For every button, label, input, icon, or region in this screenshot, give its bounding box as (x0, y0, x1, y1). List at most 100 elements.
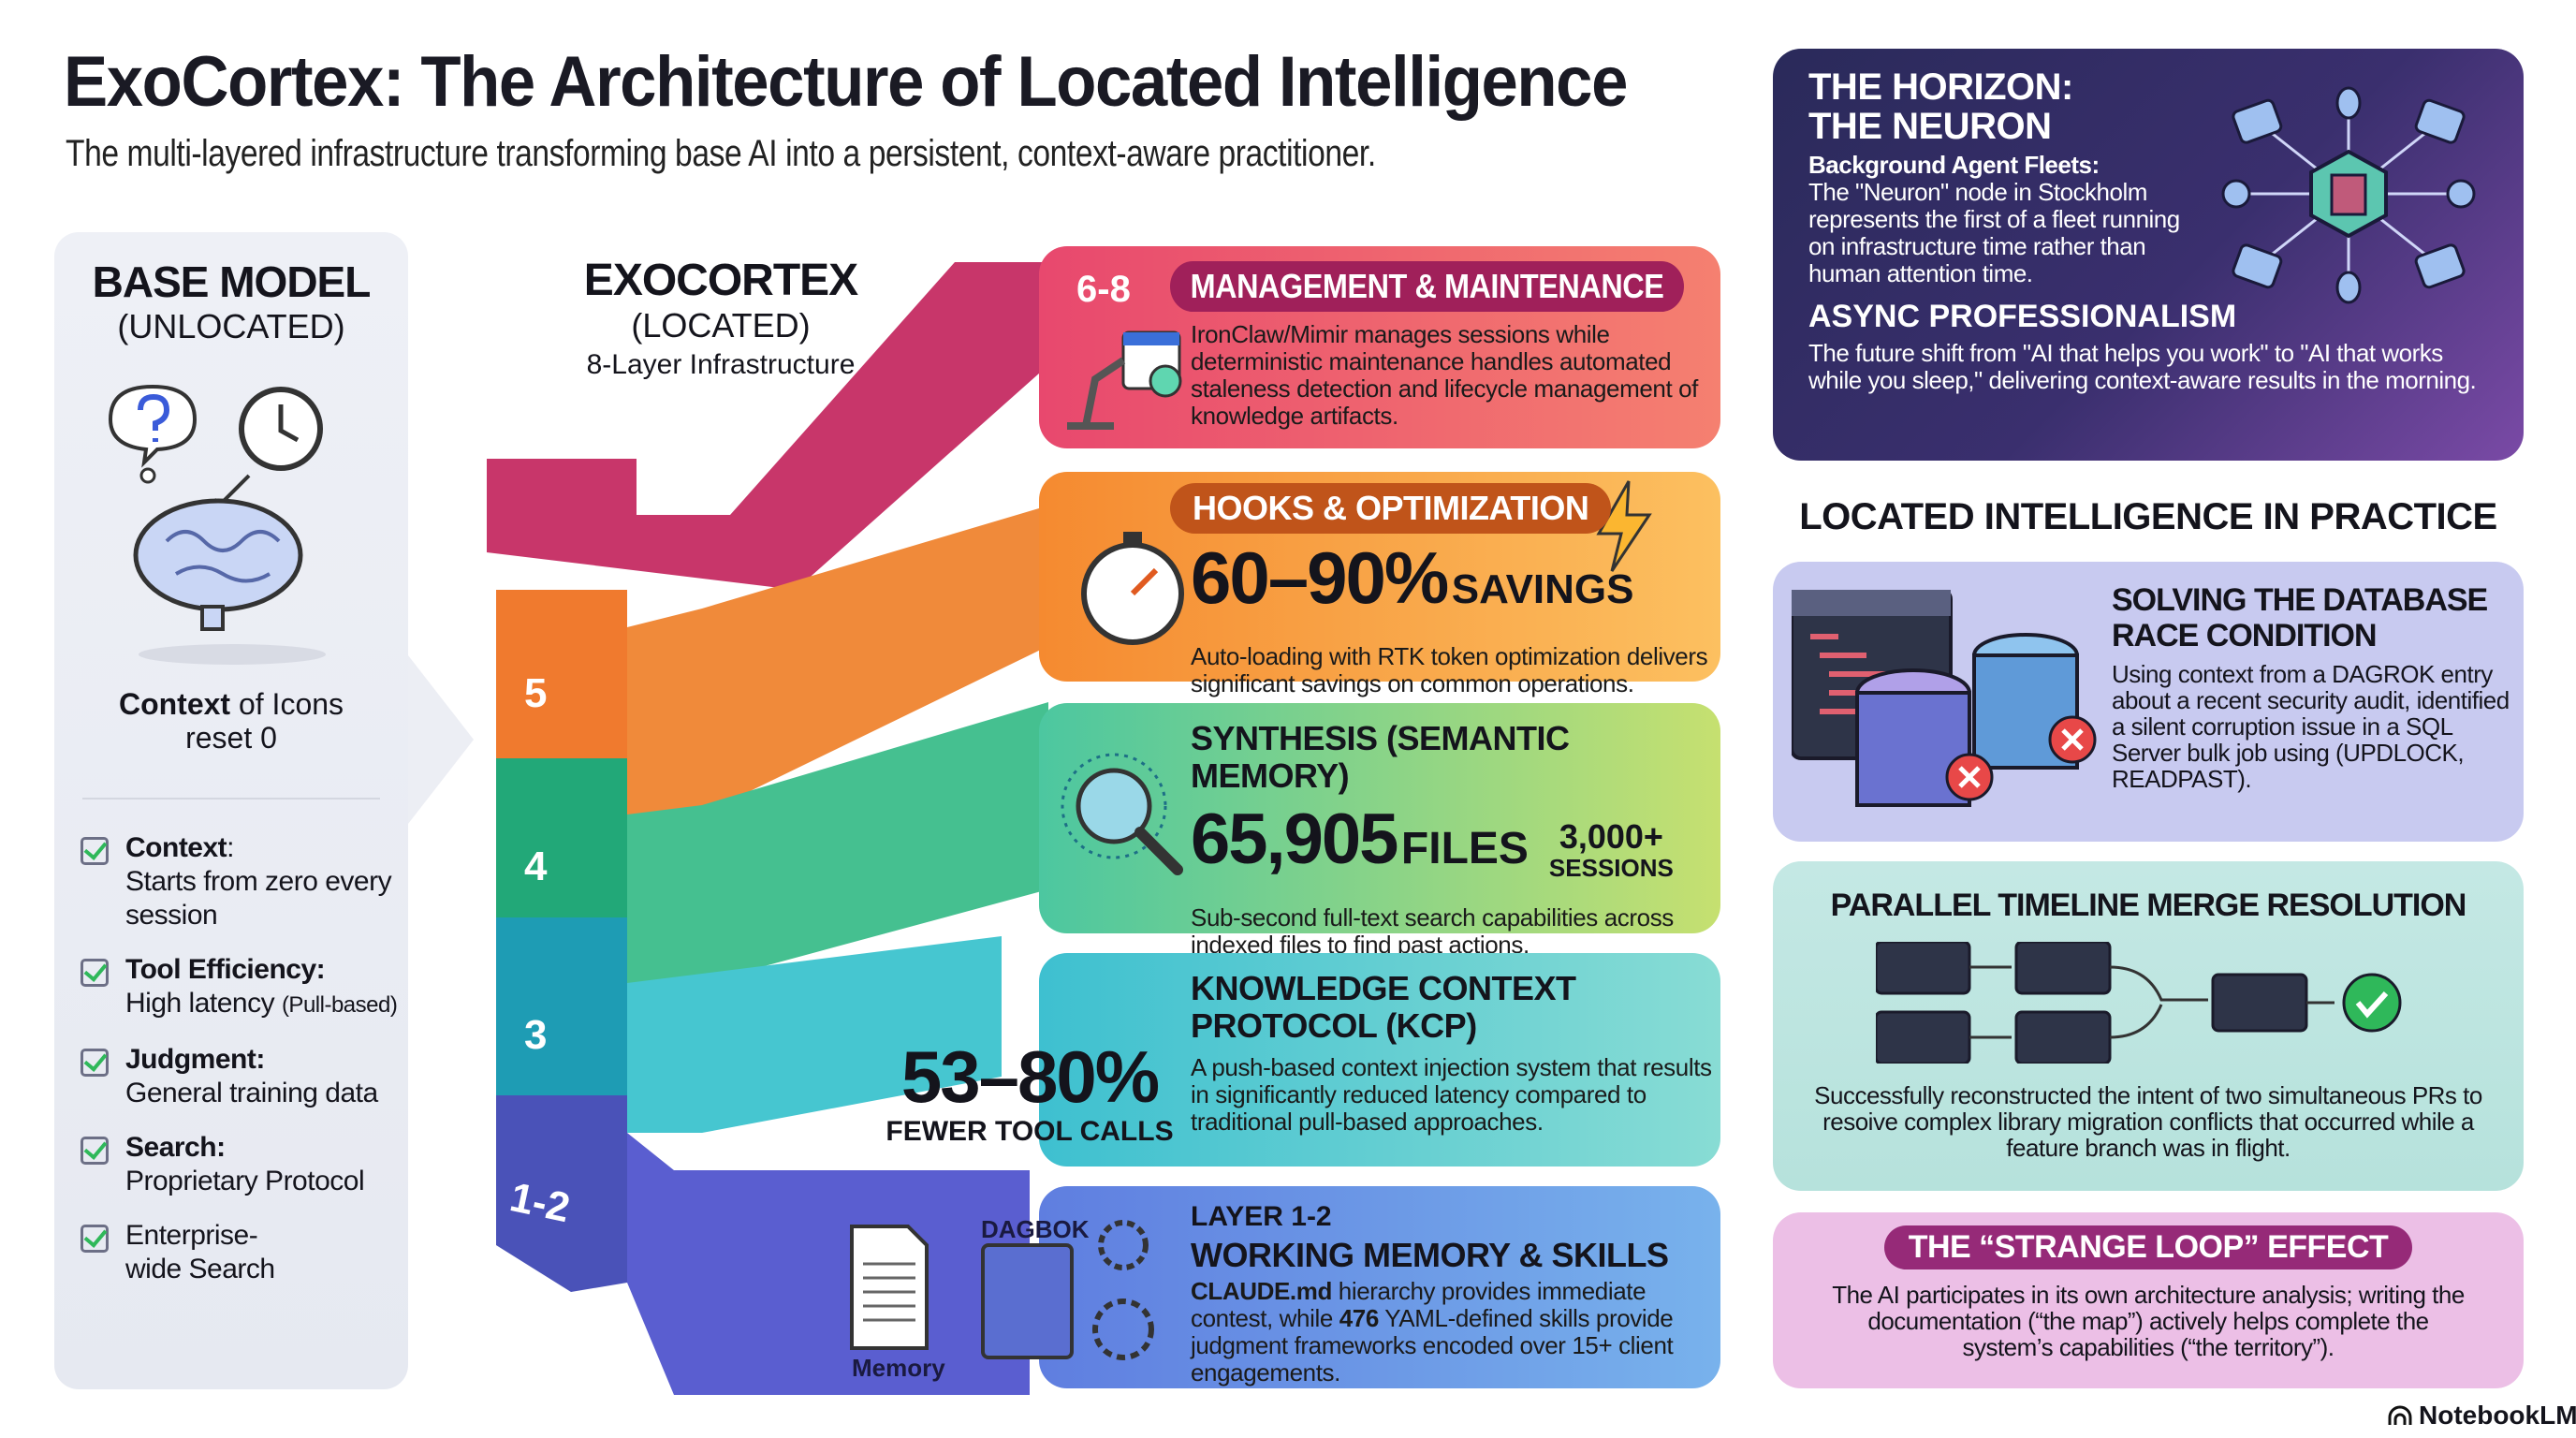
base-model-subtitle: (UNLOCATED) (117, 307, 345, 345)
item-desc: High latency (125, 988, 282, 1019)
brain-shadow (139, 644, 326, 665)
step-label-3: 3 (524, 1012, 547, 1058)
management-content: MANAGEMENT & MAINTENANCE IronClaw/Mimir … (1170, 261, 1713, 430)
checklist-item-enterprise-search: Enterprise-wide Search (80, 1219, 305, 1286)
layer-title-pill: HOOKS & OPTIMIZATION (1170, 483, 1612, 534)
practice-card-database: SOLVING THE DATABASE RACE CONDITION Usin… (1773, 562, 2524, 842)
practice-card-title: PARALLEL TIMELINE MERGE RESOLUTION (1830, 888, 2467, 923)
kcp-content: KNOWLEDGE CONTEXT PROTOCOL (KCP) A push-… (1191, 970, 1715, 1136)
step-label-5: 5 (524, 670, 547, 716)
practice-card-title: THE “STRANGE LOOP” EFFECT (1883, 1225, 2413, 1269)
practice-card-title: SOLVING THE DATABASE RACE CONDITION (2112, 582, 2488, 653)
brand-label: NotebookLM (2419, 1401, 2576, 1430)
body-text: hierarchy provides immediate contest, wh… (1191, 1277, 1647, 1332)
item-label: Tool Efficiency: (125, 954, 326, 985)
notebooklm-brand: NotebookLM (2387, 1401, 2576, 1431)
layer-body: IronClaw/Mimir manages sessions while de… (1191, 320, 1698, 430)
memory-dagbok-gears-icon: Memory DAGBOK (850, 1215, 1154, 1382)
dagbok-label: DAGBOK (981, 1215, 1090, 1243)
practice-heading: LOCATED INTELLIGENCE IN PRACTICE (1799, 496, 2497, 537)
divider (82, 798, 380, 800)
stat-value: 60–90% (1191, 536, 1449, 619)
checklist-item-context: Context:Starts from zero every session (80, 831, 403, 932)
robot-arm-calendar-icon (1067, 330, 1182, 430)
context-reset: reset 0 (185, 721, 277, 755)
checklist-item-search: Search:Proprietary Protocol (80, 1131, 403, 1198)
horizon-card: THE HORIZON:THE NEURON Background Agent … (1773, 49, 2524, 461)
kcp-stat: 53–80%FEWER TOOL CALLS (880, 1037, 1179, 1148)
ribbon-management (487, 262, 1048, 590)
stat-value: 53–80% (900, 1035, 1160, 1118)
checkbox-checked-icon (80, 1225, 109, 1253)
practice-card-body: Using context from a DAGROK entry about … (2112, 660, 2510, 793)
magnifier-network-icon (1061, 753, 1183, 875)
notebooklm-logo-icon (2388, 1405, 2412, 1425)
checkbox-checked-icon (80, 837, 109, 865)
synthesis-content: SYNTHESIS (SEMANTIC MEMORY) 65,905 FILES… (1191, 720, 1715, 959)
item-label: Judgment: (125, 1044, 265, 1075)
neuron-network-icon (2221, 86, 2476, 304)
item-desc: Enterprise-wide Search (125, 1220, 275, 1284)
stat-unit: FILES (1400, 824, 1529, 873)
horizon-text: Background Agent Fleets:The "Neuron" nod… (1808, 152, 2206, 287)
ribbon-hooks (627, 506, 1048, 814)
practice-card-strange-loop: THE “STRANGE LOOP” EFFECT The AI partici… (1773, 1212, 2524, 1388)
stat-value: 65,905 (1191, 800, 1398, 879)
layer-card-management: 6-8 MANAGEMENT & MAINTENANCE IronClaw/Mi… (1039, 246, 1720, 448)
item-suffix: : (227, 832, 235, 863)
layer-title-pill: MANAGEMENT & MAINTENANCE (1170, 261, 1684, 312)
checkbox-checked-icon (80, 1137, 109, 1165)
block-layer-4 (496, 758, 627, 917)
layer-body: CLAUDE.md hierarchy provides immediate c… (1191, 1278, 1715, 1387)
page-subtitle: The multi-layered infrastructure transfo… (66, 133, 1376, 174)
layer-body: Auto-loading with RTK token optimization… (1191, 642, 1708, 697)
layer-card-kcp: 53–80%FEWER TOOL CALLS KNOWLEDGE CONTEXT… (886, 953, 1720, 1167)
item-label: Search: (125, 1132, 226, 1163)
synthesis-stat: 65,905 FILES (1191, 800, 1529, 899)
layer-title: WORKING MEMORY & SKILLS (1191, 1236, 1669, 1274)
stat2-value: 3,000+ (1559, 816, 1663, 856)
hooks-stat: 60–90% SAVINGS (1191, 539, 1634, 638)
item-desc-small: (Pull-based) (281, 992, 398, 1018)
sessions-stat: 3,000+SESSIONS (1548, 816, 1674, 882)
block-layer-1-2 (496, 1095, 627, 1292)
horizon-content: THE HORIZON:THE NEURON Background Agent … (1808, 67, 2492, 394)
brain-question-clock-icon (108, 384, 323, 631)
exocortex-header: EXOCORTEX (LOCATED) 8-Layer Infrastructu… (552, 255, 889, 381)
database-error-icon (1792, 590, 2097, 807)
layer-card-synthesis: SYNTHESIS (SEMANTIC MEMORY) 65,905 FILES… (1039, 703, 1720, 959)
item-desc: General training data (125, 1078, 378, 1108)
step-label-4: 4 (524, 844, 548, 889)
layer-number: LAYER 1-2 (1191, 1201, 1332, 1232)
block-layer-5 (496, 590, 627, 758)
async-title: ASYNC PROFESSIONALISM (1808, 299, 2237, 334)
db-content: SOLVING THE DATABASE RACE CONDITION Usin… (2112, 582, 2510, 792)
item-label: Context (125, 832, 227, 863)
working-content: LAYER 1-2 WORKING MEMORY & SKILLS CLAUDE… (1191, 1201, 1715, 1387)
stat2-unit: SESSIONS (1548, 853, 1674, 882)
stat-unit: SAVINGS (1451, 566, 1634, 612)
ribbon-working (627, 1133, 1030, 1395)
memory-label: Memory (852, 1354, 945, 1382)
item-desc: Starts from zero every session (125, 866, 392, 931)
async-body: The future shift from "AI that helps you… (1808, 339, 2477, 394)
context-label-bold: Context (118, 687, 231, 721)
panel-arrow (408, 655, 474, 824)
hooks-content: HOOKS & OPTIMIZATION 60–90% SAVINGS Auto… (1170, 483, 1713, 697)
layer-body: Sub-second full-text search capabilities… (1191, 903, 1674, 959)
exocortex-caption: 8-Layer Infrastructure (586, 349, 856, 380)
checkbox-checked-icon (80, 1049, 109, 1077)
exocortex-subtitle: (LOCATED) (631, 306, 811, 345)
layer-title: SYNTHESIS (SEMANTIC MEMORY) (1191, 719, 1570, 795)
ribbon-kcp (627, 936, 1002, 1133)
lightning-icon (1596, 480, 1652, 572)
body-bold: 476 (1339, 1304, 1380, 1332)
layer-body: A push-based context injection system th… (1191, 1053, 1712, 1136)
layer-number: 6-8 (1076, 269, 1131, 310)
item-desc: Proprietary Protocol (125, 1166, 365, 1196)
horizon-subhead: Background Agent Fleets: (1808, 151, 2100, 179)
practice-card-body: The AI participates in its own architect… (1832, 1281, 2465, 1361)
practice-card-body: Successfully reconstructed the intent of… (1814, 1081, 2482, 1162)
checklist-item-tool-efficiency: Tool Efficiency:High latency (Pull-based… (80, 953, 403, 1022)
checklist: Context:Starts from zero every session T… (80, 831, 403, 1286)
